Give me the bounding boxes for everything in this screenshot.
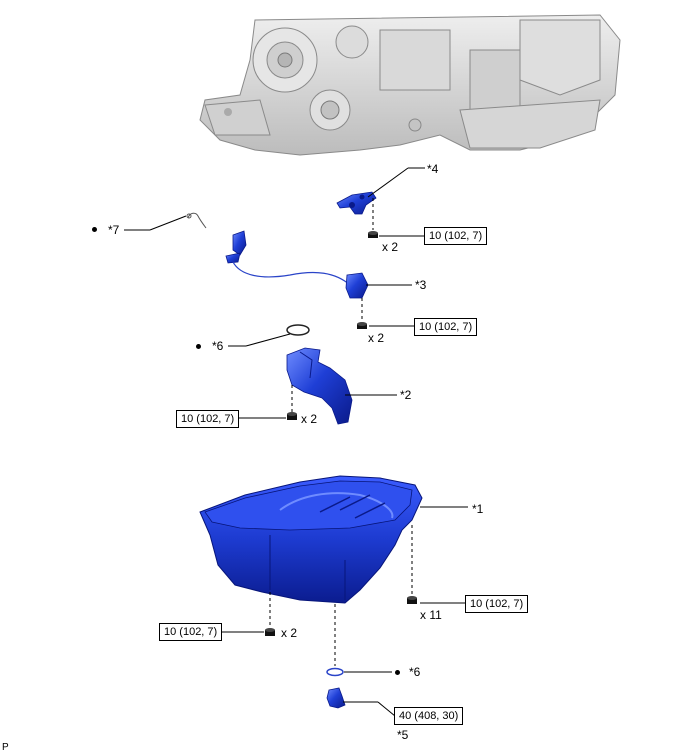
part-4-bracket: [336, 167, 425, 230]
part-6-gasket: [326, 667, 392, 677]
callout-7: *7: [108, 223, 120, 237]
dot-icon: [92, 227, 97, 232]
torque-spec-2: 10 (102, 7): [176, 410, 240, 428]
callout-1: *1: [472, 502, 484, 516]
torque-spec-1-right: 10 (102, 7): [465, 595, 529, 613]
part-6-o-ring: [228, 324, 310, 347]
bolt-icon: [407, 596, 417, 604]
dot-icon: [395, 670, 400, 675]
callout-5: *5: [397, 728, 409, 742]
quantity-1-left: x 2: [281, 626, 298, 640]
quantity-2: x 2: [301, 412, 318, 426]
quantity-4: x 2: [382, 240, 399, 254]
callout-6-upper: *6: [212, 339, 224, 353]
quantity-3: x 2: [368, 331, 385, 345]
bolt-icon: [265, 628, 275, 636]
part-2-strainer: [286, 347, 397, 425]
quantity-1-right: x 11: [420, 608, 442, 622]
bolt-icon: [287, 412, 297, 420]
bolt-icon: [357, 322, 367, 329]
part-1-oil-pan: [199, 475, 468, 666]
engine-block: [199, 14, 621, 156]
callout-4: *4: [427, 162, 439, 176]
callout-2: *2: [400, 388, 412, 402]
torque-spec-3: 10 (102, 7): [414, 318, 478, 336]
part-3-sensor: [225, 230, 412, 322]
torque-spec-5: 40 (408, 30): [394, 707, 464, 725]
callout-3: *3: [415, 278, 427, 292]
corner-mark: P: [2, 742, 9, 753]
torque-spec-1-left: 10 (102, 7): [159, 623, 223, 641]
part-5-drain-plug: [326, 687, 396, 717]
part-7-harness: [124, 212, 207, 231]
bolt-icon: [368, 231, 378, 238]
torque-spec-4: 10 (102, 7): [424, 227, 488, 245]
callout-6-lower: *6: [409, 665, 421, 679]
dot-icon: [196, 344, 201, 349]
